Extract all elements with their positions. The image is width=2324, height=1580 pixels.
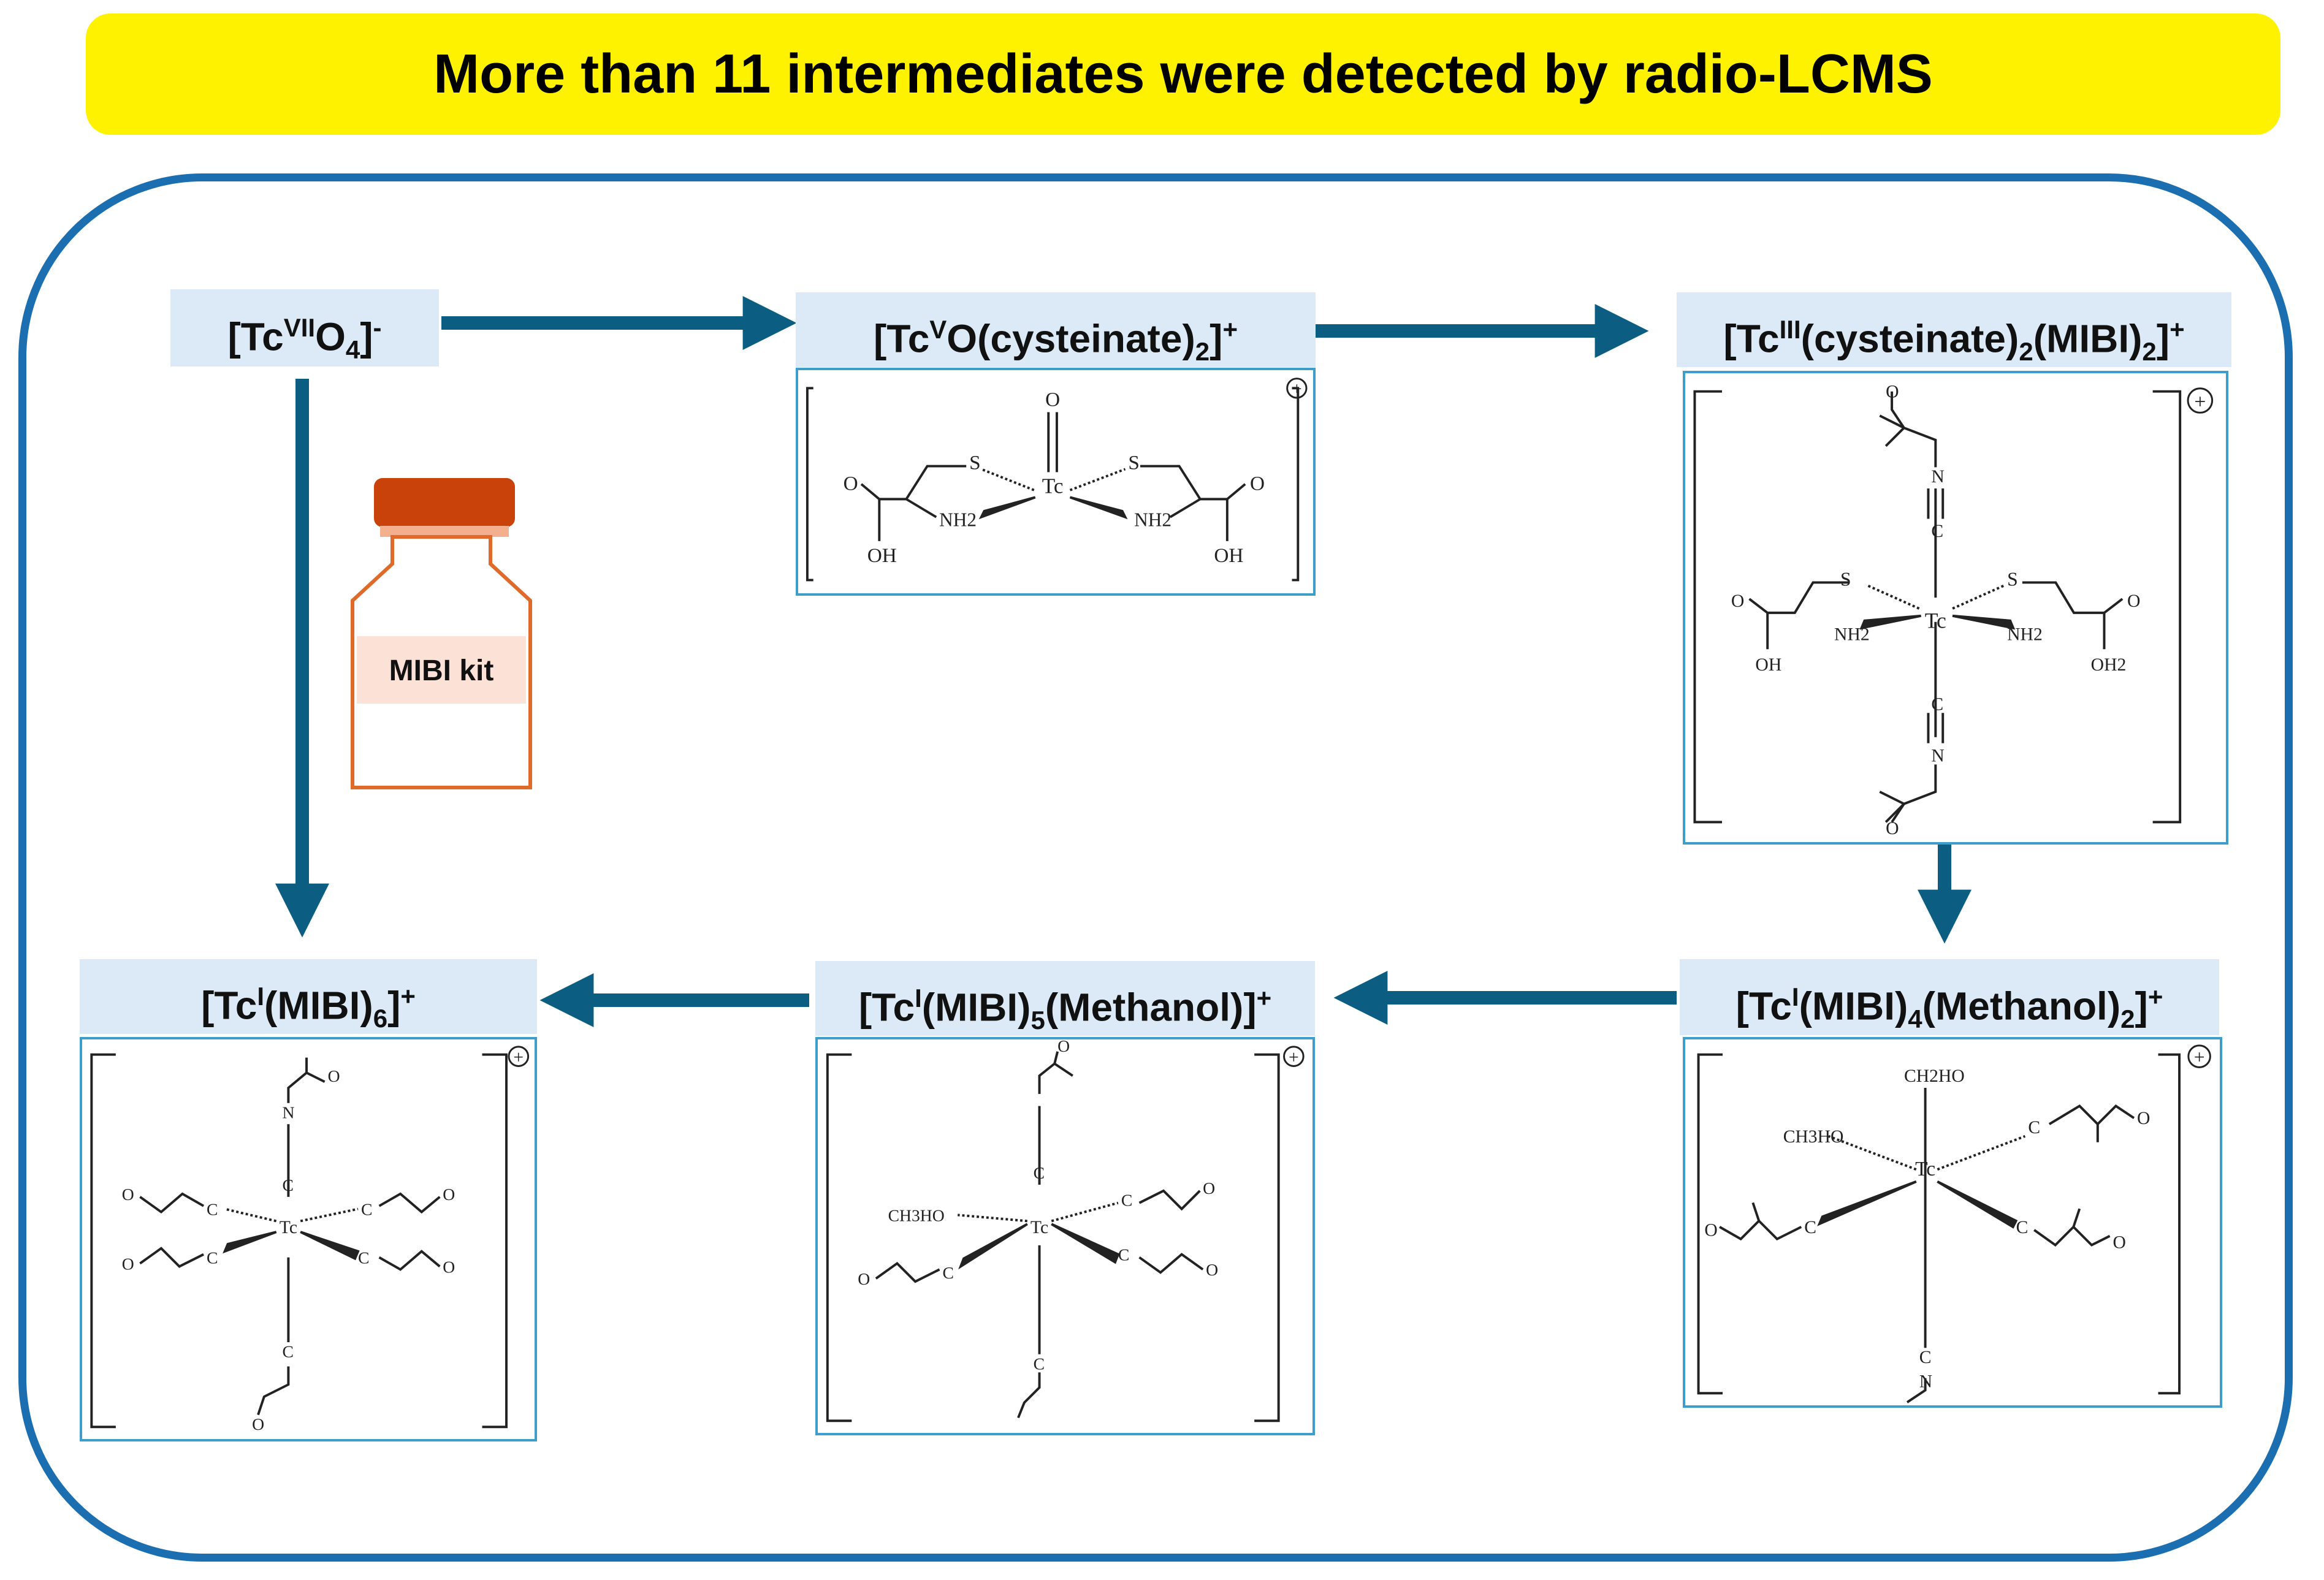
svg-text:NH2: NH2 <box>1134 509 1172 530</box>
svg-text:Tc: Tc <box>280 1218 297 1237</box>
svg-text:Tc: Tc <box>1915 1158 1935 1180</box>
svg-text:S: S <box>1840 568 1851 590</box>
svg-text:+: + <box>1292 379 1302 399</box>
structure-tc5-cysteinate: O Tc S S NH2 NH2 O OH O OH + <box>796 368 1316 596</box>
svg-text:O: O <box>122 1185 134 1204</box>
title-banner: More than 11 intermediates were detected… <box>86 13 2280 135</box>
label-tc1-mibi4-methanol2: [TcI(MIBI)4(Methanol)2]+ <box>1680 959 2219 1035</box>
svg-text:OH: OH <box>867 544 897 567</box>
svg-text:O: O <box>252 1415 264 1434</box>
svg-text:O: O <box>1250 473 1265 495</box>
svg-text:C: C <box>283 1176 294 1194</box>
svg-text:S: S <box>2007 568 2018 590</box>
svg-text:+: + <box>1289 1048 1299 1068</box>
svg-text:O: O <box>1057 1039 1070 1055</box>
svg-text:CH3HO: CH3HO <box>888 1206 945 1225</box>
svg-text:O: O <box>328 1066 340 1085</box>
svg-text:S: S <box>1128 451 1140 474</box>
svg-text:N: N <box>1931 746 1944 765</box>
svg-text:C: C <box>358 1248 369 1267</box>
svg-text:C: C <box>207 1199 218 1218</box>
svg-text:O: O <box>2127 591 2140 611</box>
svg-text:O: O <box>443 1185 455 1204</box>
mibi-kit-vial: MIBI kit <box>351 478 532 789</box>
svg-text:Tc: Tc <box>1925 609 1946 633</box>
structure-tc1-mibi5-methanol: Tc CH3HO C C C C C O O O O + <box>815 1037 1315 1435</box>
svg-text:+: + <box>513 1048 524 1068</box>
svg-text:O: O <box>2137 1109 2150 1128</box>
svg-text:C: C <box>1919 1348 1932 1367</box>
svg-text:O: O <box>1731 591 1744 611</box>
label-tc5-cysteinate: [TcVO(cysteinate)2]+ <box>796 292 1316 367</box>
svg-text:C: C <box>1034 1354 1045 1373</box>
structure-tc1-mibi6: Tc N C C C C C C O O O O O O + <box>80 1037 537 1441</box>
svg-text:O: O <box>1886 382 1899 402</box>
vial-cap <box>374 478 515 527</box>
vial-label: MIBI kit <box>389 655 494 687</box>
svg-text:S: S <box>969 451 981 474</box>
svg-text:OH2: OH2 <box>2091 655 2127 675</box>
svg-text:NH2: NH2 <box>2007 625 2043 644</box>
svg-text:O: O <box>1203 1179 1215 1198</box>
svg-text:OH: OH <box>1755 655 1781 675</box>
structure-tc3-cysteinate-mibi: Tc N C C N O O S S NH2 NH2 O OH O OH2 + <box>1683 371 2228 845</box>
svg-text:C: C <box>361 1199 372 1218</box>
svg-text:O: O <box>858 1269 870 1288</box>
label-tc1-mibi6: [TcI(MIBI)6]+ <box>80 959 537 1034</box>
svg-text:C: C <box>2016 1218 2029 1237</box>
svg-text:C: C <box>1931 522 1943 541</box>
svg-text:C: C <box>1804 1218 1816 1237</box>
svg-text:NH2: NH2 <box>1834 625 1870 644</box>
svg-text:C: C <box>2028 1118 2040 1138</box>
svg-text:O: O <box>1045 389 1060 411</box>
label-pertechnetate: [TcVIIO4]- <box>170 289 439 367</box>
svg-text:N: N <box>1919 1372 1932 1391</box>
svg-text:N: N <box>1931 467 1944 487</box>
svg-text:OH: OH <box>1214 544 1243 567</box>
svg-text:C: C <box>207 1248 218 1267</box>
svg-text:O: O <box>1206 1260 1218 1279</box>
svg-text:O: O <box>443 1257 455 1276</box>
label-tc3-cysteinate-mibi: [TcIII(cysteinate)2(MIBI)2]+ <box>1677 292 2231 367</box>
svg-text:O: O <box>844 473 858 495</box>
svg-text:C: C <box>1931 694 1943 714</box>
svg-text:C: C <box>942 1263 953 1282</box>
svg-text:O: O <box>122 1254 134 1273</box>
svg-text:O: O <box>1886 819 1899 838</box>
svg-text:CH3HO: CH3HO <box>1783 1127 1844 1147</box>
svg-text:C: C <box>1034 1163 1045 1182</box>
structure-tc1-mibi4-methanol2: Tc CH2HO CH3HO C C C C N O O O + <box>1683 1037 2222 1408</box>
svg-text:NH2: NH2 <box>939 509 977 530</box>
svg-text:Tc: Tc <box>1042 474 1064 498</box>
svg-text:+: + <box>2194 390 2206 413</box>
label-tc1-mibi5-methanol: [TcI(MIBI)5(Methanol)]+ <box>815 961 1315 1036</box>
svg-text:C: C <box>283 1342 294 1361</box>
svg-text:C: C <box>1118 1245 1129 1264</box>
svg-text:Tc: Tc <box>1031 1218 1048 1237</box>
svg-text:+: + <box>2194 1046 2205 1068</box>
svg-text:CH2HO: CH2HO <box>1904 1066 1965 1086</box>
svg-text:C: C <box>1121 1191 1132 1210</box>
svg-text:N: N <box>283 1103 295 1122</box>
diagram-frame <box>18 173 2293 1562</box>
svg-text:O: O <box>1704 1221 1717 1240</box>
svg-text:O: O <box>2113 1232 2125 1252</box>
